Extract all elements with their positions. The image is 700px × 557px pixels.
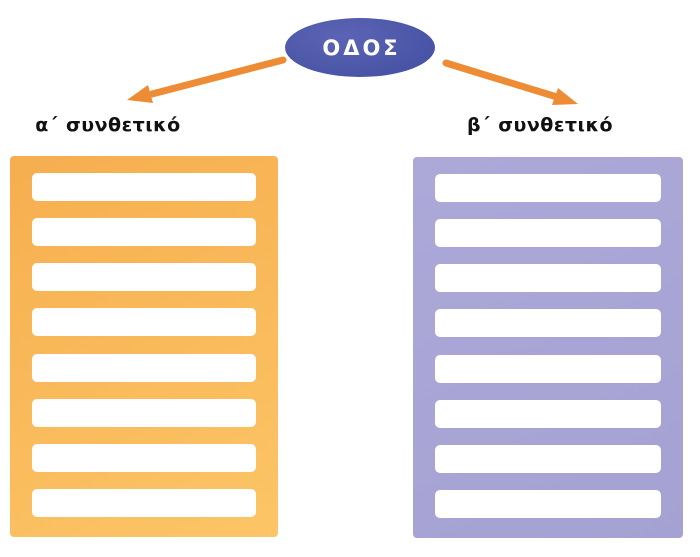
blank-line [32, 263, 256, 292]
blank-line [435, 309, 661, 338]
panel-right-blank-lines [413, 157, 683, 538]
blank-line [435, 174, 661, 202]
arrow-down-left-icon [127, 56, 287, 103]
blank-line [435, 444, 661, 473]
panel-left-blank-lines [10, 156, 278, 537]
root-node-label: ΟΔΟΣ [322, 35, 401, 60]
blank-line [32, 353, 256, 382]
branch-arrows [127, 56, 578, 105]
branch-label-right: β´ συνθετικό [467, 114, 613, 136]
blank-line [435, 489, 661, 518]
blank-line [32, 308, 256, 337]
arrow-down-right-icon [442, 59, 578, 105]
branch-label-left: α´ συνθετικό [35, 114, 181, 136]
blank-line [32, 398, 256, 427]
panel-left [10, 156, 278, 537]
blank-line [32, 488, 256, 517]
blank-line [32, 173, 256, 201]
blank-line [32, 443, 256, 472]
blank-line [435, 264, 661, 293]
blank-line [32, 218, 256, 247]
blank-line [435, 219, 661, 248]
panel-right [413, 157, 683, 538]
blank-line [435, 354, 661, 383]
root-node: ΟΔΟΣ [285, 18, 435, 77]
blank-line [435, 399, 661, 428]
